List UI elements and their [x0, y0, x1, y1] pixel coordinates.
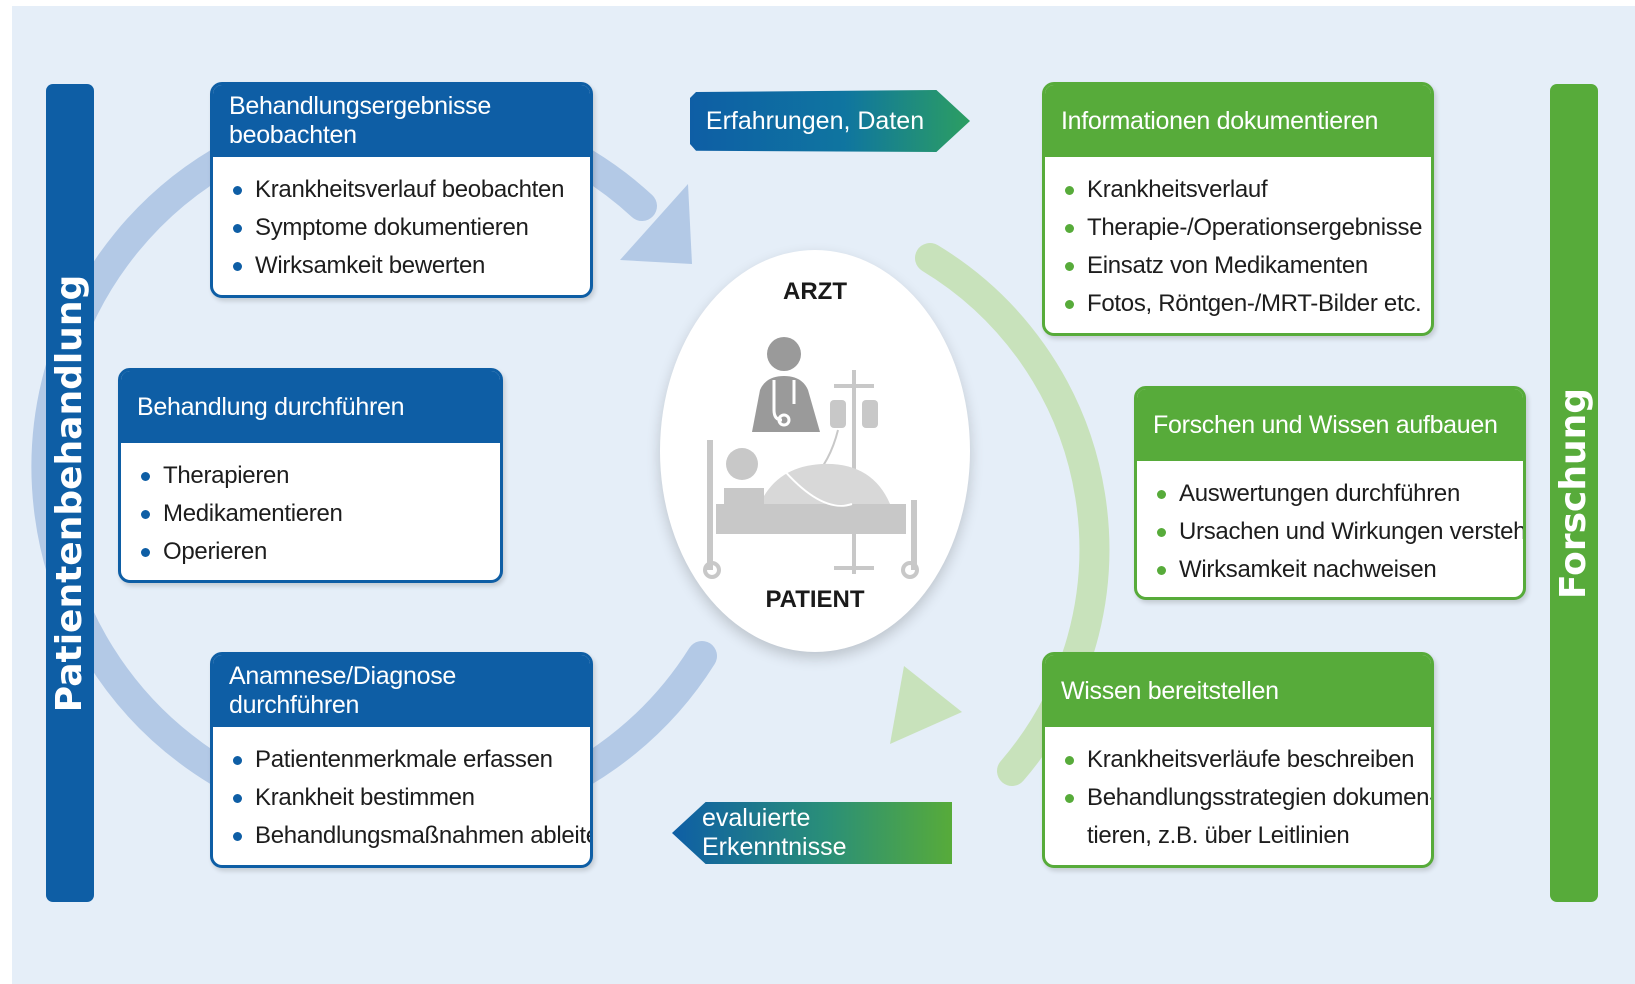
research-knowledge-list: Auswertungen durchführen Ursachen und Wi…: [1137, 461, 1523, 589]
provide-knowledge-card: Wissen bereitstellen Krankheitsverläufe …: [1042, 652, 1434, 868]
list-item: Ursachen und Wirkungen verstehen: [1157, 513, 1523, 551]
research-label: Forschung: [1553, 387, 1595, 599]
provide-knowledge-list: Krankheitsverläufe beschreiben Behandlun…: [1045, 727, 1431, 855]
list-item: Patientenmerkmale erfassen: [233, 741, 590, 779]
perform-treatment-card: Behandlung durchführen Therapieren Medik…: [118, 368, 503, 583]
blue-arrowhead: [620, 184, 692, 264]
doctor-label: ARZT: [783, 278, 847, 305]
observe-results-card: Behandlungsergebnisse beobachten Krankhe…: [210, 82, 593, 298]
experience-data-arrow: Erfahrungen, Daten: [690, 90, 970, 152]
list-item: Krankheitsverlauf beobachten: [233, 171, 590, 209]
list-item: Auswertungen durchführen: [1157, 475, 1523, 513]
list-item: Einsatz von Medikamenten: [1065, 247, 1431, 285]
research-knowledge-title: Forschen und Wissen aufbauen: [1137, 389, 1523, 461]
list-item-continuation: tieren, z.B. über Leitlinien: [1087, 822, 1350, 849]
doctor-patient-illustration: [703, 337, 919, 579]
evaluated-findings-arrow: evaluierte Erkenntnisse: [672, 802, 952, 864]
observe-results-title: Behandlungsergebnisse beobachten: [213, 85, 590, 157]
document-info-title: Informationen dokumentieren: [1045, 85, 1431, 157]
doctor-icon: [752, 337, 820, 432]
diagnosis-list: Patientenmerkmale erfassen Krankheit bes…: [213, 727, 590, 855]
research-sidebar: Forschung: [1550, 84, 1598, 902]
patient-label: PATIENT: [765, 586, 865, 613]
perform-treatment-list: Therapieren Medikamentieren Operieren: [121, 443, 500, 571]
list-item: Therapie-/Operationsergebnisse: [1065, 209, 1431, 247]
list-item: Behandlungsstrategien dokumen-: [1065, 779, 1431, 817]
document-info-card: Informationen dokumentieren Krankheitsve…: [1042, 82, 1434, 336]
patient-care-sidebar: Patientenbehandlung: [46, 84, 94, 902]
diagnosis-card: Anamnese/Diagnose durchführen Patientenm…: [210, 652, 593, 868]
observe-results-list: Krankheitsverlauf beobachten Symptome do…: [213, 157, 590, 285]
list-item: Krankheitsverläufe beschreiben: [1065, 741, 1431, 779]
list-item: Fotos, Röntgen-/MRT-Bilder etc.: [1065, 285, 1431, 323]
research-knowledge-card: Forschen und Wissen aufbauen Auswertunge…: [1134, 386, 1526, 600]
list-item: Krankheit bestimmen: [233, 779, 590, 817]
diagnosis-title: Anamnese/Diagnose durchführen: [213, 655, 590, 727]
list-item: Medikamentieren: [141, 495, 500, 533]
perform-treatment-title: Behandlung durchführen: [121, 371, 500, 443]
list-item: Wirksamkeit nachweisen: [1157, 551, 1523, 589]
green-arrowhead: [890, 666, 962, 744]
evaluated-findings-label: evaluierte Erkenntnisse: [702, 804, 847, 861]
hospital-bed-icon: [703, 440, 919, 579]
list-item: Krankheitsverlauf: [1065, 171, 1431, 209]
list-item: Operieren: [141, 533, 500, 571]
list-item: Wirksamkeit bewerten: [233, 247, 590, 285]
experience-data-label: Erfahrungen, Daten: [705, 106, 925, 135]
list-item: Symptome dokumentieren: [233, 209, 590, 247]
list-item: Behandlungsmaßnahmen ableiten: [233, 817, 590, 855]
document-info-list: Krankheitsverlauf Therapie-/Operationser…: [1045, 157, 1431, 323]
diagram-canvas: Patientenbehandlung Forschung Behandlung…: [12, 6, 1635, 984]
provide-knowledge-title: Wissen bereitstellen: [1045, 655, 1431, 727]
list-item: Therapieren: [141, 457, 500, 495]
patient-care-label: Patientenbehandlung: [49, 274, 91, 712]
